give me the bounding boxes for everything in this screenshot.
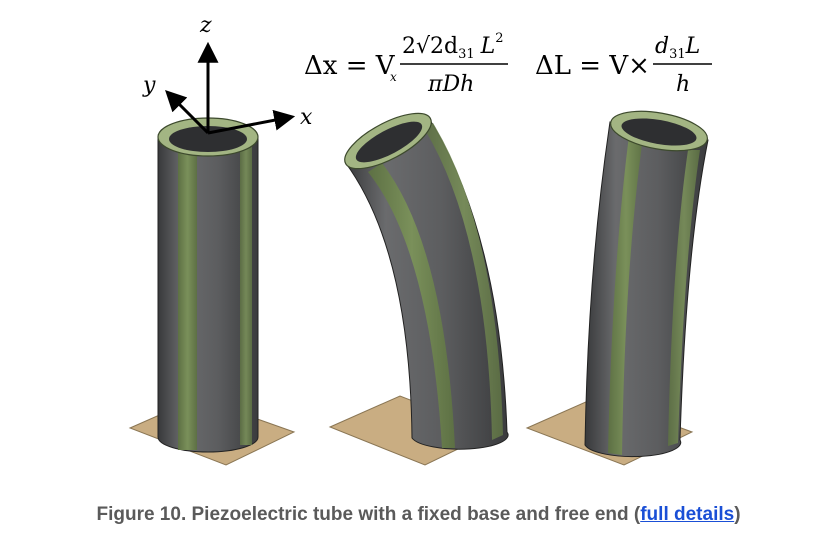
electrode-strip [240,140,252,445]
formula-dl-denominator: h [676,72,690,97]
formula-dx-lhs: Δx = V [304,51,396,81]
x-axis-label: x [300,105,313,130]
full-details-link[interactable]: full details [640,504,735,525]
tube-bore [621,118,697,146]
figure-caption: Figure 10. Piezoelectric tube with a fix… [0,504,837,526]
formula-length-change: ΔL = V× d31L h [535,34,712,97]
formula-dl-numerator: d31L [655,34,700,62]
tube-bore [355,121,423,163]
tube-bent-right [525,110,709,466]
caption-suffix: ) [734,504,741,525]
tube-bent-left [328,112,509,466]
formula-dx-vsub: x [390,70,397,84]
y-axis-label: y [142,73,156,98]
x-axis-arrow [207,109,296,135]
z-axis-label: z [199,13,212,38]
tube-bore [169,126,247,152]
coordinate-axes: z y x [142,13,313,135]
tube-straight [128,117,296,466]
electrode-strip [668,150,700,446]
formula-dl-lhs: ΔL = V× [535,51,650,81]
caption-prefix: Figure 10. Piezoelectric tube with a fix… [96,504,641,525]
electrode-strip [178,140,197,450]
y-axis-arrow [165,90,210,135]
formula-dx-denominator: πDh [427,72,474,97]
electrode-strip [425,123,503,440]
electrode-strip [608,128,644,455]
electrode-strip [368,163,455,448]
